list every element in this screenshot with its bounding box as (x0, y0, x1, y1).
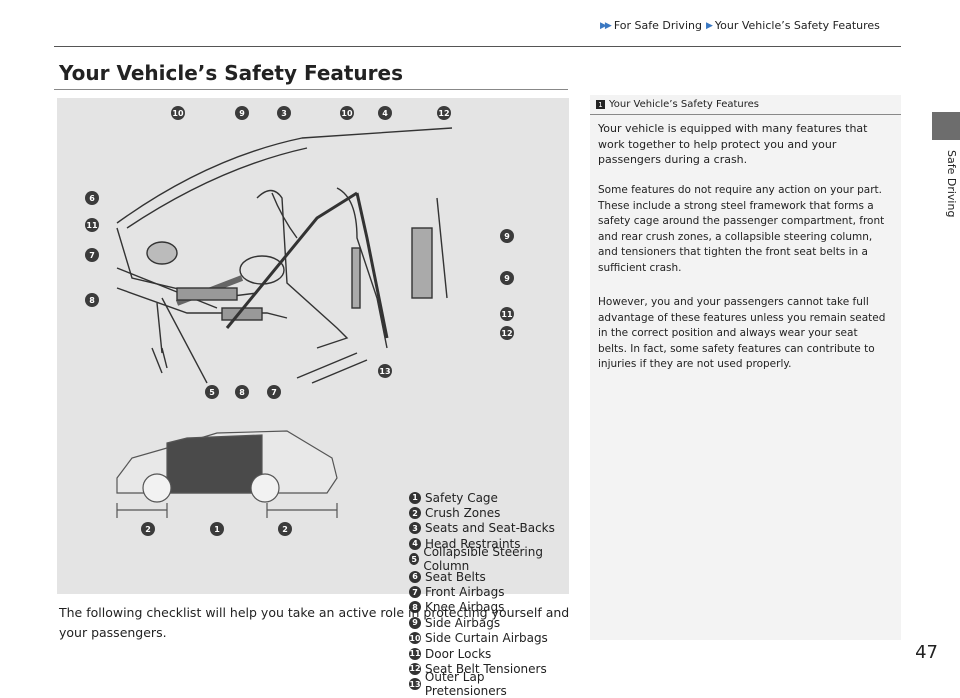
vehicle-interior-illustration (116, 127, 453, 518)
side-tab-label: Safe Driving (945, 150, 958, 218)
callout-7: 7 (267, 385, 281, 399)
safety-features-figure: 10 9 3 10 4 12 6 11 7 8 9 9 11 12 13 5 8… (57, 98, 569, 698)
callout-8: 8 (85, 293, 99, 307)
legend-number: 11 (409, 647, 421, 660)
legend-item: 3 Seats and Seat-Backs (409, 521, 569, 536)
callout-2: 2 (278, 522, 292, 536)
callout-3: 3 (277, 106, 291, 120)
callout-9: 9 (500, 271, 514, 285)
legend-item: 2 Crush Zones (409, 505, 569, 520)
callout-8: 8 (235, 385, 249, 399)
callout-2: 2 (141, 522, 155, 536)
side-tab-marker[interactable] (932, 112, 960, 140)
legend-item: 4 Head Restraints (409, 536, 569, 551)
note-paragraph-1: Your vehicle is equipped with many featu… (598, 122, 868, 166)
callout-7: 7 (85, 248, 99, 262)
legend-item: 11 Door Locks (409, 646, 569, 661)
callout-6: 6 (85, 191, 99, 205)
callout-1: 1 (210, 522, 224, 536)
callout-9: 9 (500, 229, 514, 243)
breadcrumb-arrow-icon: ▶▶ (600, 20, 612, 31)
legend-label: Seat Belt Tensioners (425, 661, 547, 676)
legend-item: 7 Front Airbags (409, 584, 569, 599)
note-panel: 1 Your Vehicle’s Safety Features Your ve… (590, 95, 901, 640)
page-title: Your Vehicle’s Safety Features (59, 61, 404, 85)
legend-label: Head Restraints (425, 536, 521, 551)
callout-11: 11 (500, 307, 514, 321)
legend-item: 8 Knee Airbags (409, 600, 569, 615)
callout-10: 10 (171, 106, 185, 120)
legend-number: 5 (409, 553, 420, 566)
note-paragraph-3: However, you and your passengers cannot … (598, 296, 886, 370)
legend-label: Outer Lap Pretensioners (424, 670, 507, 698)
legend-label: Side Airbags (425, 615, 501, 630)
breadcrumb-item-page[interactable]: Your Vehicle’s Safety Features (714, 19, 880, 32)
figure-legend: 1 Safety Cage 2 Crush Zones 3 Seats and Sea… (409, 490, 569, 698)
callout-13: 13 (378, 364, 392, 378)
callout-4: 4 (378, 106, 392, 120)
legend-item: 6 Seat Belts (409, 569, 569, 584)
legend-number: 6 (409, 570, 421, 583)
legend-number: 12 (409, 662, 421, 675)
breadcrumb-arrow-icon: ▶ (705, 20, 713, 31)
legend-item: 1 Safety Cage (409, 490, 569, 505)
breadcrumb-item-section[interactable]: For Safe Driving (613, 19, 702, 32)
page-number: 47 (915, 642, 938, 663)
header-rule (54, 46, 901, 47)
callout-12: 12 (437, 106, 451, 120)
legend-item: 12 Seat Belt Tensioners (409, 661, 569, 676)
legend-label: Side Curtain Airbags (425, 631, 548, 646)
legend-number: 10 (409, 632, 421, 645)
legend-number: 7 (409, 586, 421, 599)
legend-number: 9 (409, 616, 421, 629)
legend-label: Crush Zones (425, 506, 501, 521)
legend-label: Knee Airbags (425, 600, 505, 615)
legend-number: 2 (409, 507, 421, 520)
checklist-intro: The following checklist will help you ta… (59, 605, 570, 640)
note-paragraph-2: Some features do not require any action … (598, 184, 885, 274)
callout-12: 12 (500, 326, 514, 340)
legend-number: 3 (409, 522, 421, 535)
legend-number: 8 (409, 601, 421, 614)
note-badge: 1 (596, 100, 605, 109)
legend-label: Seat Belts (425, 569, 486, 584)
note-title-text: Your Vehicle’s Safety Features (609, 99, 760, 110)
callout-9: 9 (235, 106, 249, 120)
legend-number: 4 (409, 537, 421, 550)
callout-10: 10 (340, 106, 354, 120)
legend-number: 13 (409, 678, 421, 691)
note-rule (590, 114, 901, 115)
title-rule (54, 89, 568, 90)
legend-label: Door Locks (425, 646, 492, 661)
note-title: 1 Your Vehicle’s Safety Features (596, 99, 759, 110)
callout-5: 5 (205, 385, 219, 399)
legend-item: 9 Side Airbags (409, 615, 569, 630)
legend-label: Front Airbags (425, 585, 505, 600)
legend-item: 10 Side Curtain Airbags (409, 631, 569, 646)
legend-label: Seats and Seat-Backs (425, 521, 555, 536)
legend-label: Collapsible Steering Column (423, 545, 543, 574)
legend-label: Safety Cage (425, 490, 498, 505)
legend-number: 1 (409, 491, 421, 504)
breadcrumb: ▶▶ For Safe Driving ▶ Your Vehicle’s Saf… (600, 19, 880, 32)
callout-11: 11 (85, 218, 99, 232)
